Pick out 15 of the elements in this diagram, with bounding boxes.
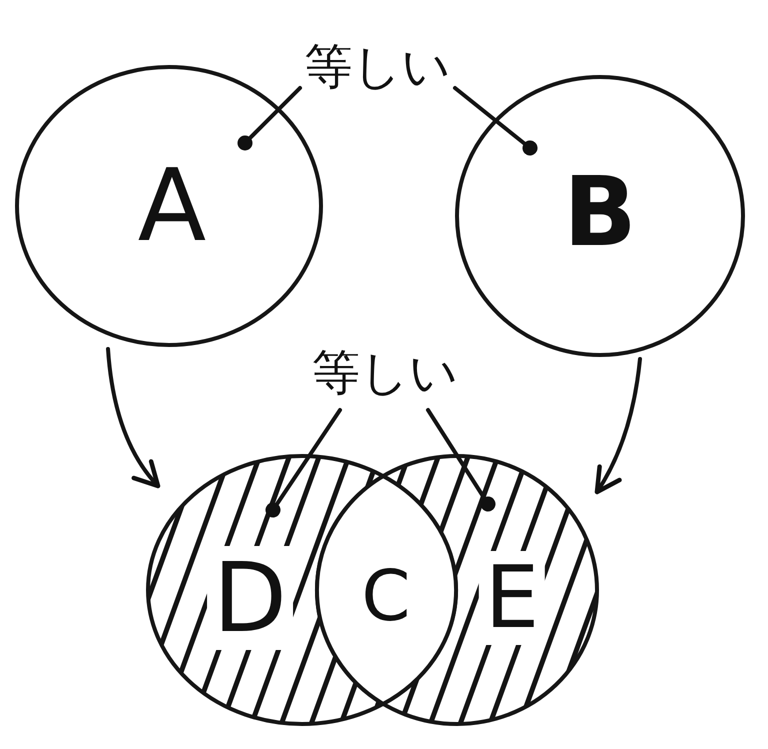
set-label: E [478,551,546,645]
set-label: B [563,164,637,260]
set-label: D [207,546,293,650]
curved-arrow [106,347,160,488]
leader-line [426,408,496,512]
set-label: A [138,156,206,256]
annotation-text: 等しい [300,22,455,112]
leader-line [266,408,342,518]
set-circle [455,75,745,357]
lens-region [313,472,460,708]
leader-line [453,86,538,156]
annotation-text: 等しい [310,335,460,410]
set-label: C [362,561,410,631]
curved-arrow [594,357,642,494]
leader-line [238,86,302,150]
